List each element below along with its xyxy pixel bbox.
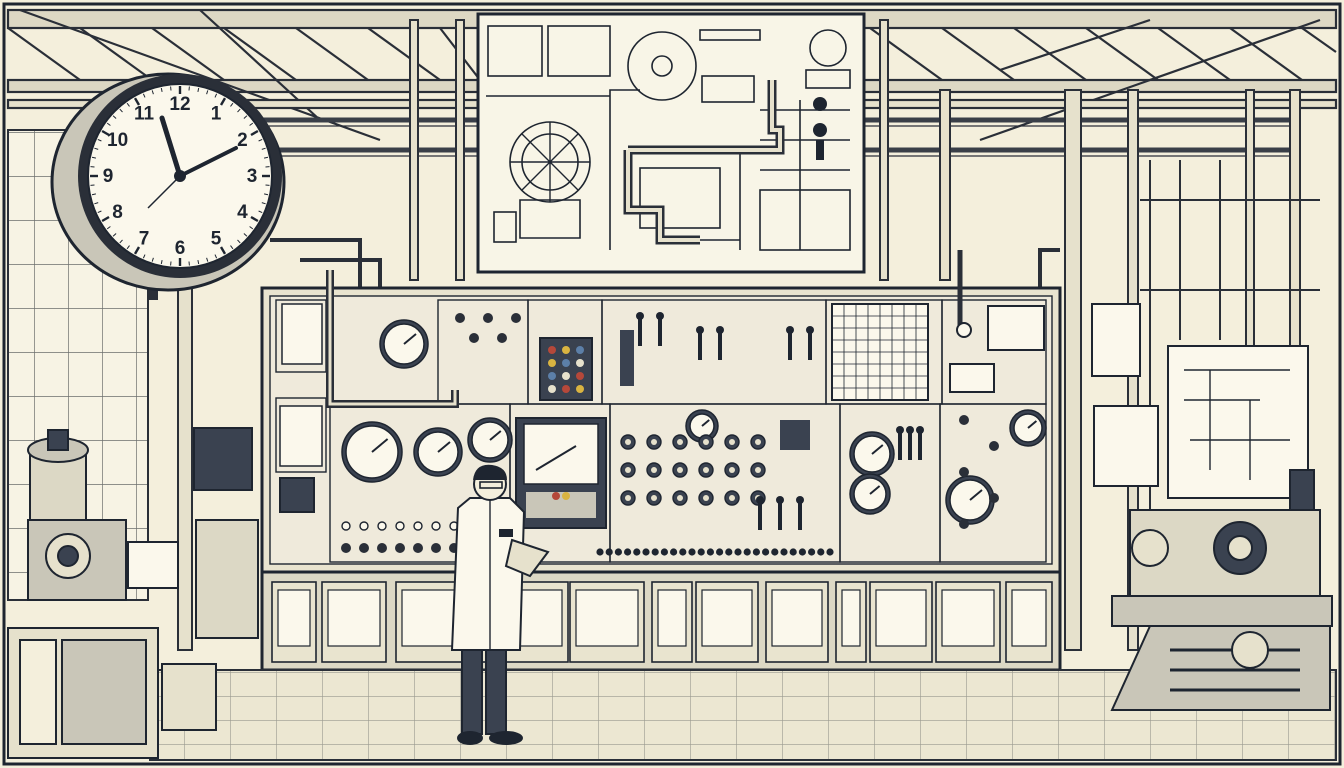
lathe-machine: [1110, 469, 1333, 711]
clock-number: 4: [237, 202, 248, 223]
clock-number: 5: [211, 228, 222, 249]
clock-number: 3: [247, 166, 258, 187]
wall-clock-icon: 12 12 3 45 6 78 9 10 11: [50, 72, 286, 300]
clock-number: 12: [169, 94, 190, 115]
scientist-figure: [450, 464, 550, 745]
clock-number: 9: [103, 166, 114, 187]
clock-number: 11: [134, 104, 155, 125]
lower-cabinets: [260, 570, 1062, 672]
grid-chart-panel: [831, 303, 929, 401]
wall-charts: [193, 303, 1309, 499]
clock-number: 7: [139, 228, 150, 249]
toggle-switches: [620, 312, 924, 530]
clock-number: 10: [107, 130, 128, 151]
clock-numbers: 12 12 3 45 6 78 9 10 11: [103, 94, 258, 259]
oscilloscope-screen: [515, 417, 607, 529]
clock-number: 8: [112, 202, 123, 223]
control-panel: [260, 250, 1062, 574]
clock-number: 2: [237, 130, 248, 151]
clock-number: 1: [211, 104, 222, 125]
gauge-dials: [341, 319, 1047, 525]
clock-number: 6: [175, 238, 186, 259]
boiler-machine: [7, 429, 259, 759]
schematic-board: [476, 12, 866, 274]
